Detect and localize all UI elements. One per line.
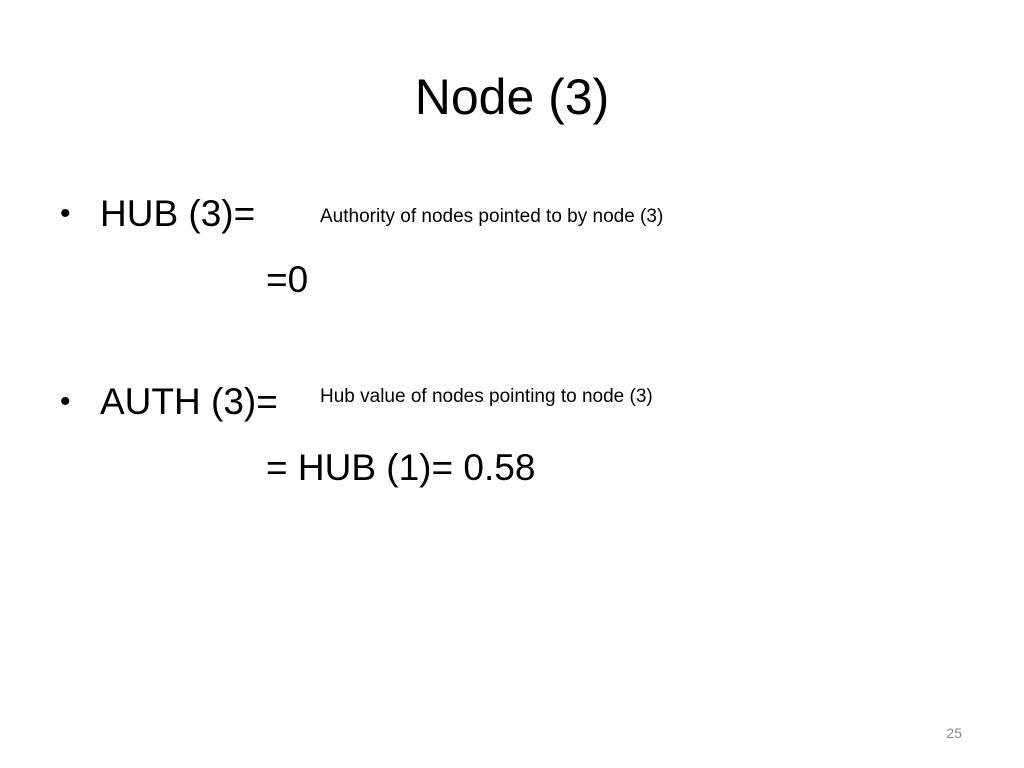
hub-annotation: Authority of nodes pointed to by node (3… — [320, 206, 664, 227]
bullet-auth: • AUTH (3)= — [60, 380, 278, 424]
bullet-hub: • HUB (3)= — [60, 192, 255, 236]
bullet-marker: • — [60, 385, 71, 418]
page-number: 25 — [946, 725, 962, 741]
bullet-marker: • — [60, 197, 71, 230]
hub-result: =0 — [266, 259, 309, 300]
bullet-auth-text: AUTH (3)= — [100, 381, 278, 422]
bullet-hub-text: HUB (3)= — [100, 193, 256, 234]
auth-result: = HUB (1)= 0.58 — [266, 447, 536, 488]
slide-title: Node (3) — [414, 69, 610, 125]
auth-annotation: Hub value of nodes pointing to node (3) — [320, 386, 653, 407]
